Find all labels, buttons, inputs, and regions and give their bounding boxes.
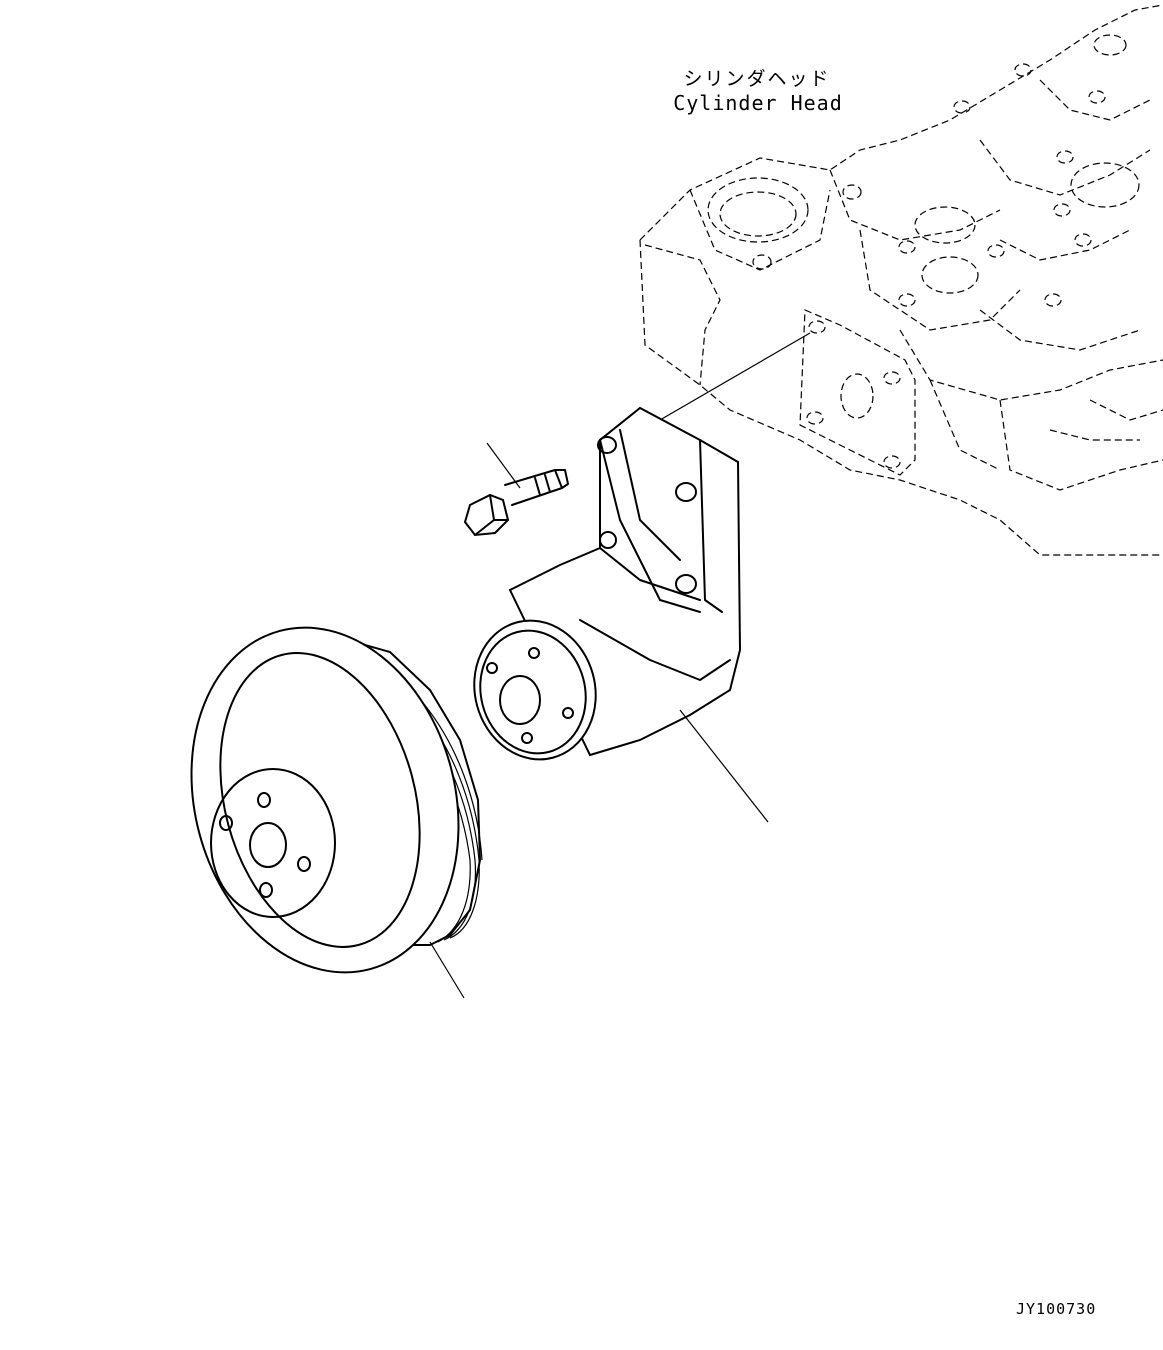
bolt [463, 469, 569, 537]
water-pump [473, 406, 742, 761]
pulley-leader-line [429, 941, 465, 999]
bolt-leader-line [486, 442, 521, 489]
cylinder-head-label-jp: シリンダヘッド [683, 68, 831, 90]
drawing-number: JY100730 [1016, 1300, 1097, 1318]
pulley [190, 626, 483, 974]
cylinder-head-phantom [639, 4, 1163, 556]
cylinder-head-label-en: Cylinder Head [673, 91, 843, 115]
alignment-line [659, 332, 811, 421]
pump-leader-line [679, 709, 769, 823]
